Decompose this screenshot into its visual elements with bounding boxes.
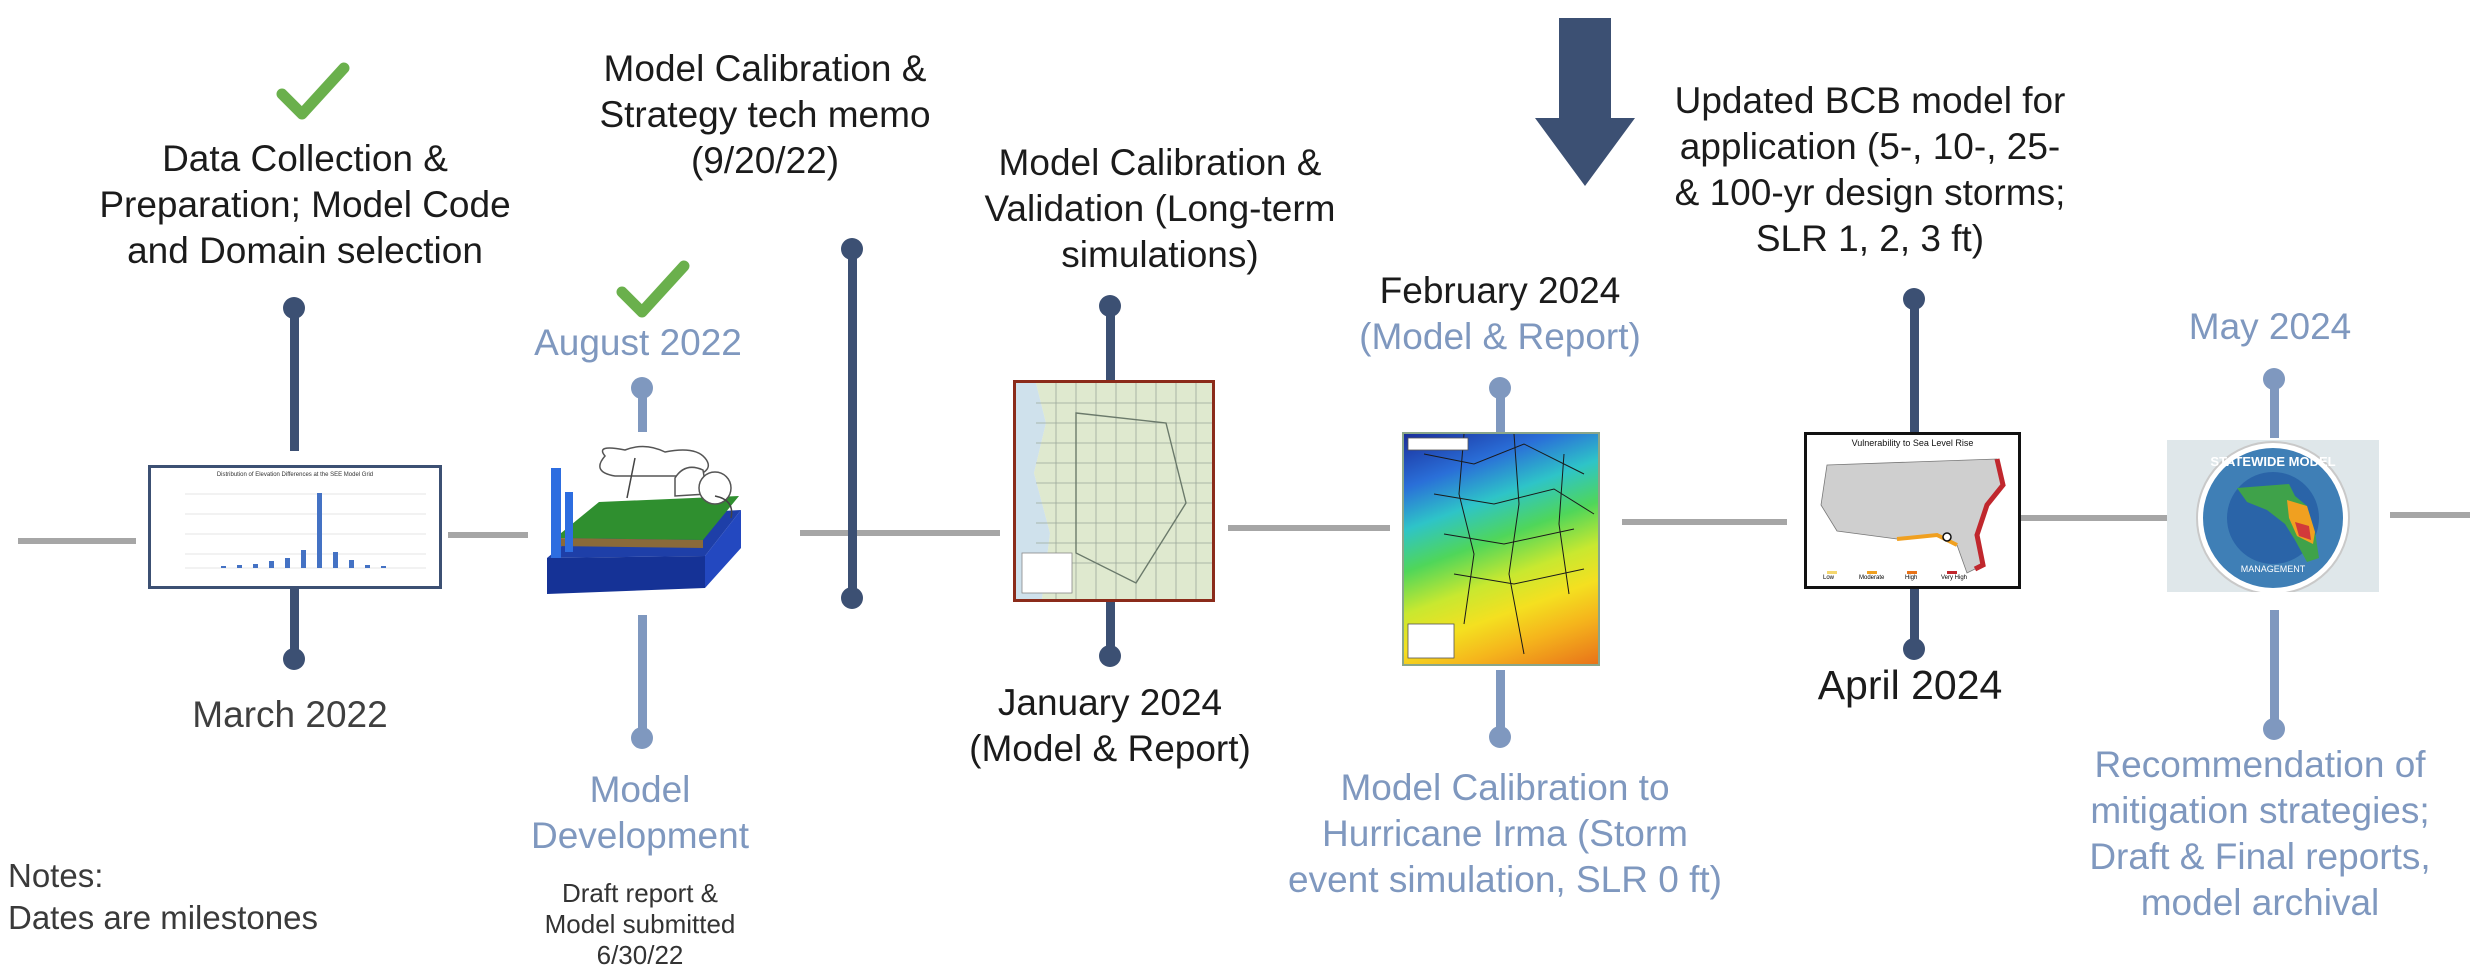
- milestone-2-note: Draft report & Model submitted 6/30/22: [544, 878, 736, 971]
- slr-map: [1820, 458, 2006, 574]
- timeline-line: [1622, 519, 1787, 525]
- chart-thumbnail-title: Distribution of Elevation Differences at…: [216, 472, 374, 478]
- notes: Notes: Dates are milestones: [8, 857, 318, 937]
- connector-dot: [1489, 726, 1511, 748]
- milestone-3-task: Model Calibration & Validation (Long-ter…: [984, 142, 1336, 275]
- connector-stem: [1106, 304, 1115, 380]
- milestone-2-date: August 2022: [534, 322, 742, 363]
- connector-stem: [2270, 378, 2279, 438]
- connector-stem: [290, 306, 299, 451]
- timeline-line: [1228, 525, 1390, 531]
- milestone-6-date: May 2024: [2188, 306, 2352, 347]
- logo-text-top: STATEWIDE MODEL: [2210, 454, 2336, 469]
- timeline-line: [18, 538, 136, 544]
- statewide-model-logo: STATEWIDE MODEL MANAGEMENT: [2167, 440, 2379, 592]
- sea-level-rise-thumbnail: Vulnerability to Sea Level Rise Low Mode…: [1804, 432, 2021, 589]
- timeline-line: [2000, 515, 2168, 521]
- slr-legend-low: Low: [1823, 575, 1835, 581]
- milestone-2-memo: Model Calibration & Strategy tech memo (…: [599, 48, 931, 181]
- milestone-5-task: Updated BCB model for application (5-, 1…: [1674, 80, 2066, 259]
- heatmap-boundaries: [1407, 434, 1595, 659]
- connector-dot: [1099, 645, 1121, 667]
- map-grid: [1016, 383, 1212, 599]
- timeline-line: [2390, 512, 2470, 518]
- milestone-4-date: February 2024: [1379, 270, 1621, 311]
- checkmark-icon: [276, 62, 350, 120]
- slr-legend-very-high: Very High: [1941, 575, 1968, 581]
- connector-stem: [1496, 387, 1505, 432]
- timeline-line: [448, 532, 528, 538]
- connector-dot: [631, 727, 653, 749]
- model-schematic-thumbnail: [547, 445, 741, 594]
- storm-simulation-thumbnail: [1402, 432, 1600, 666]
- milestone-1-date: March 2022: [192, 694, 388, 735]
- connector-stem: [638, 387, 647, 432]
- connector-stem: [290, 587, 299, 652]
- checkmark-icon: [616, 260, 690, 318]
- connector-stem: [1910, 298, 1919, 433]
- milestone-3-date: January 2024 (Model & Report): [969, 682, 1251, 769]
- timeline-line: [800, 530, 1000, 536]
- connector-stem: [1106, 598, 1115, 654]
- milestone-4-task: Model Calibration to Hurricane Irma (Sto…: [1288, 767, 1722, 900]
- mini-bar-chart: [185, 493, 426, 569]
- connector-dot: [841, 587, 863, 609]
- connector-stem: [1910, 588, 1919, 640]
- connector-dot: [2263, 718, 2285, 740]
- milestone-2-task: Model Development: [530, 769, 749, 856]
- connector-stem: [638, 615, 647, 738]
- elevation-chart-thumbnail: Distribution of Elevation Differences at…: [148, 465, 442, 589]
- milestone-4-date-sub: (Model & Report): [1359, 316, 1641, 357]
- slr-thumbnail-title: Vulnerability to Sea Level Rise: [1851, 438, 1974, 448]
- milestone-5-date: April 2024: [1817, 662, 2003, 708]
- connector-stem: [2270, 610, 2279, 728]
- connector-stem: [848, 247, 857, 597]
- logo-seal: [2167, 440, 2379, 592]
- milestone-6-task: Recommendation of mitigation strategies;…: [2089, 744, 2431, 923]
- slr-legend-high: High: [1905, 575, 1918, 581]
- connector-dot: [1903, 638, 1925, 660]
- domain-map-thumbnail: [1013, 380, 1215, 602]
- down-arrow-icon: [1535, 18, 1635, 186]
- slr-legend-moderate: Moderate: [1859, 575, 1885, 581]
- connector-stem: [1496, 670, 1505, 736]
- milestone-1-task: Data Collection & Preparation; Model Cod…: [99, 138, 511, 271]
- logo-text-bottom: MANAGEMENT: [2240, 564, 2306, 574]
- connector-dot: [283, 648, 305, 670]
